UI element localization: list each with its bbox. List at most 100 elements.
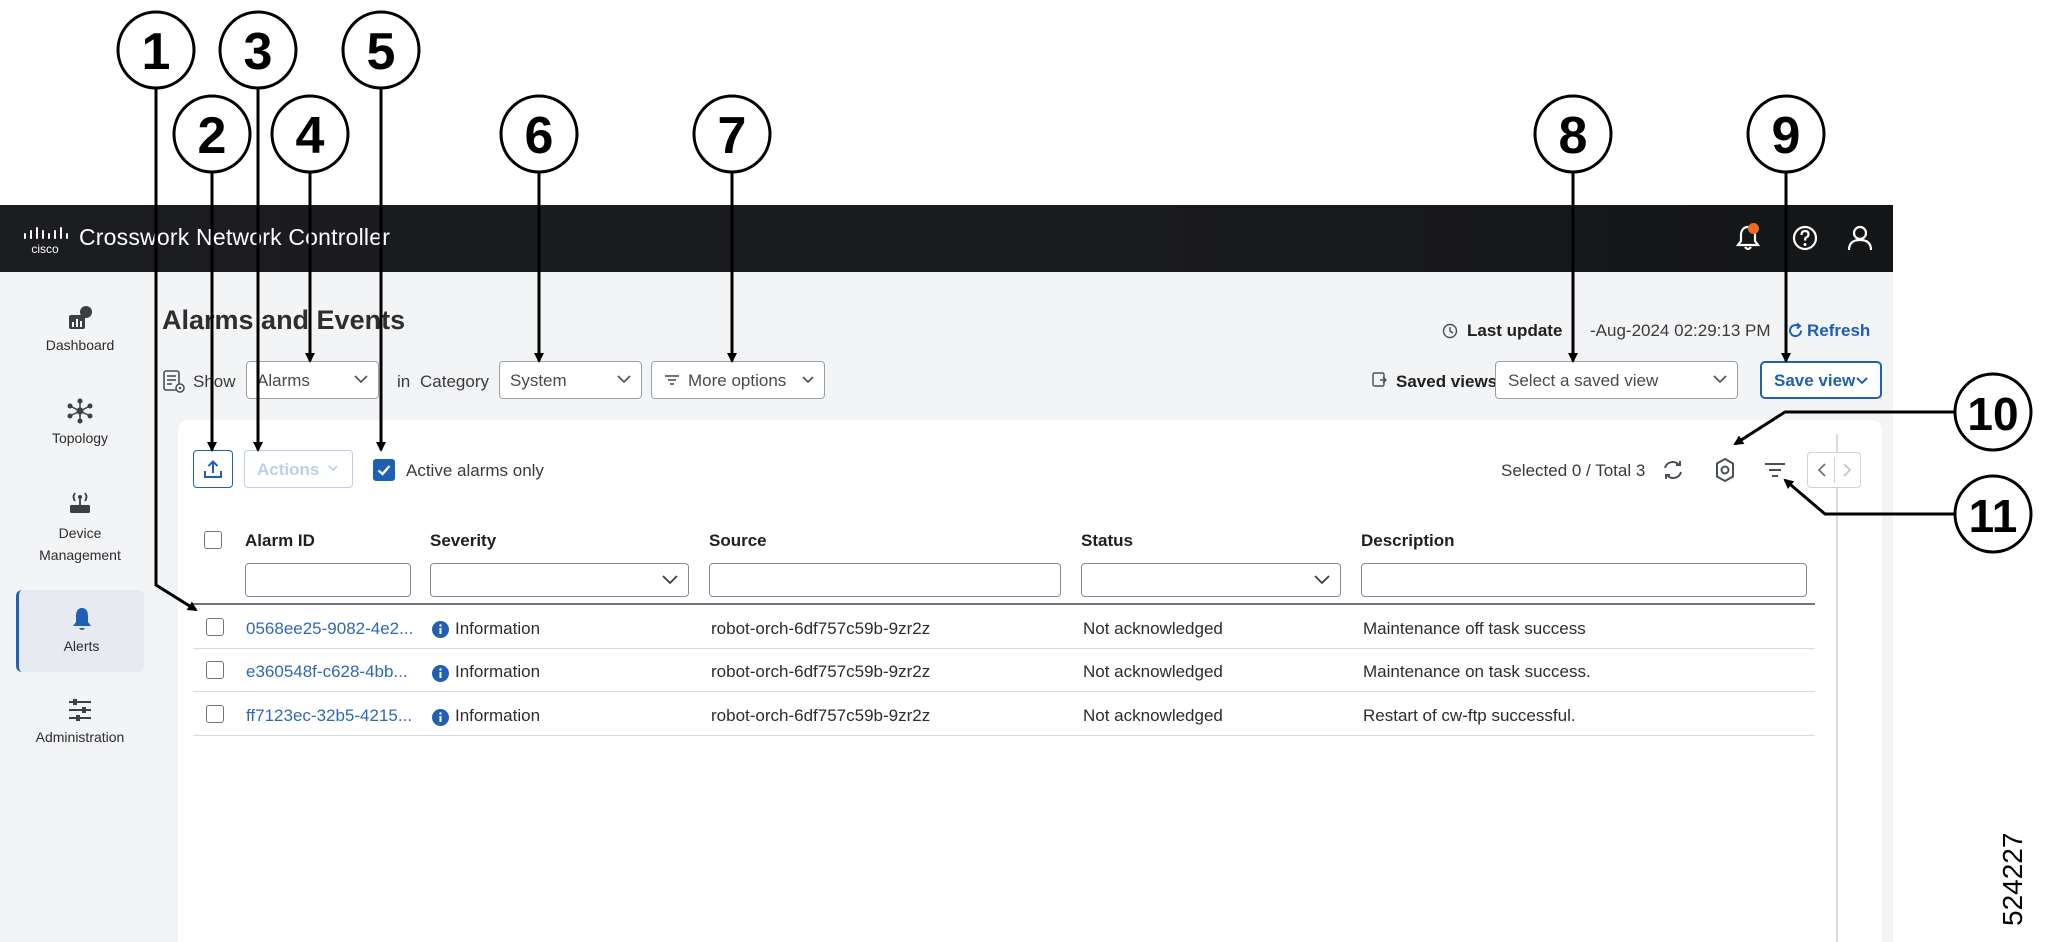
callout-leader-11 <box>1783 478 1955 516</box>
source-cell: robot-orch-6df757c59b-9zr2z <box>711 619 931 638</box>
sidebar-item-label: Dashboard <box>45 337 115 353</box>
save-view-label: Save view <box>1774 371 1856 390</box>
callout-number-6: 6 <box>525 107 554 165</box>
severity-cell: Information <box>455 706 541 725</box>
column-header-alarm-id[interactable]: Alarm ID <box>245 531 315 550</box>
show-select-value: Alarms <box>257 371 310 390</box>
sidebar-item-label: Alerts <box>63 638 100 654</box>
sidebar-item-topology[interactable]: Topology <box>16 398 144 458</box>
chevron-down-icon <box>662 575 678 585</box>
severity-filter-select[interactable] <box>430 563 689 597</box>
bell-icon <box>72 608 91 630</box>
row-checkbox[interactable] <box>206 661 224 679</box>
settings-gear-icon[interactable] <box>1712 457 1738 483</box>
callout-number-8: 8 <box>1559 107 1588 165</box>
chevron-down-icon <box>802 376 814 384</box>
in-label: in <box>397 372 411 391</box>
last-update-label: Last update <box>1467 321 1563 340</box>
callout-circle-6 <box>499 94 579 174</box>
callout-number-7: 7 <box>718 107 747 165</box>
row-checkbox[interactable] <box>206 618 224 636</box>
more-options-button[interactable]: More options <box>651 361 825 399</box>
save-view-button[interactable]: Save view <box>1760 361 1882 399</box>
status-cell: Not acknowledged <box>1083 619 1223 638</box>
select-all-checkbox[interactable] <box>204 531 222 549</box>
callout-number-11: 11 <box>1969 490 2018 542</box>
more-options-label: More options <box>688 371 787 390</box>
info-icon <box>432 621 449 638</box>
alarm-id-link[interactable]: ff7123ec-32b5-4215... <box>246 706 413 725</box>
row-checkbox[interactable] <box>206 705 224 723</box>
show-select[interactable]: Alarms <box>246 361 379 399</box>
chevron-down-icon <box>1856 377 1868 385</box>
saved-view-select[interactable]: Select a saved view <box>1495 361 1738 399</box>
chevron-left-icon[interactable] <box>1816 462 1828 478</box>
category-select[interactable]: System <box>499 361 642 399</box>
sidebar-item-label: Administration <box>35 729 125 745</box>
view-list-icon <box>163 370 185 393</box>
actions-label: Actions <box>257 460 320 479</box>
callout-circle-5 <box>341 10 421 90</box>
callout-circle-11 <box>1953 474 2033 554</box>
filter-icon <box>665 375 679 385</box>
description-cell: Maintenance off task success <box>1363 619 1586 638</box>
description-cell: Restart of cw-ftp successful. <box>1363 706 1576 725</box>
severity-cell: Information <box>455 662 541 681</box>
figure-id: 524227 <box>1997 833 2028 926</box>
chevron-right-icon[interactable] <box>1841 462 1853 478</box>
alarm-id-link[interactable]: 0568ee25-9082-4e2... <box>246 619 414 638</box>
callout-circle-3 <box>218 10 298 90</box>
alarm-id-filter-input[interactable] <box>245 563 411 597</box>
sidebar-item-device-management[interactable]: Device Management <box>16 490 144 563</box>
column-header-status[interactable]: Status <box>1081 531 1133 550</box>
sidebar-item-label-line2: Management <box>39 547 121 563</box>
status-filter-select[interactable] <box>1081 563 1341 597</box>
user-icon[interactable] <box>1845 223 1875 253</box>
callout-circle-2 <box>172 94 252 174</box>
active-alarms-checkbox[interactable] <box>373 459 395 481</box>
source-cell: robot-orch-6df757c59b-9zr2z <box>711 706 931 725</box>
sidebar-item-alerts[interactable]: Alerts <box>16 590 144 672</box>
export-button[interactable] <box>193 450 233 488</box>
table-header-rule <box>193 603 1815 605</box>
column-header-source[interactable]: Source <box>709 531 767 550</box>
page-title: Alarms and Events <box>162 305 406 335</box>
status-cell: Not acknowledged <box>1083 662 1223 681</box>
dashboard-icon <box>69 306 92 329</box>
help-icon[interactable] <box>1790 223 1820 253</box>
description-filter-input[interactable] <box>1361 563 1807 597</box>
callout-leader-1 <box>154 88 198 612</box>
source-filter-input[interactable] <box>709 563 1061 597</box>
filter-icon[interactable] <box>1762 457 1788 483</box>
refresh-icon[interactable] <box>1787 322 1804 339</box>
saved-view-placeholder: Select a saved view <box>1508 371 1659 390</box>
figure-id-text: 524227 <box>1997 833 2028 926</box>
callout-circle-8 <box>1533 94 1613 174</box>
callout-number-5: 5 <box>367 23 396 81</box>
column-header-description[interactable]: Description <box>1361 531 1455 550</box>
severity-cell: Information <box>455 619 541 638</box>
top-header-bar: cisco Crosswork Network Controller <box>0 205 1893 272</box>
row-divider <box>193 691 1815 692</box>
callout-number-10: 10 <box>1967 388 2018 440</box>
category-label: Category <box>420 372 489 391</box>
pager-buttons <box>1807 452 1861 488</box>
alarm-id-link[interactable]: e360548f-c628-4bb... <box>246 662 408 681</box>
callout-number-3: 3 <box>244 23 273 81</box>
column-header-severity[interactable]: Severity <box>430 531 497 550</box>
notification-badge <box>1748 223 1759 234</box>
saved-view-icon <box>1372 372 1387 387</box>
sidebar-item-dashboard[interactable]: Dashboard <box>16 305 144 365</box>
cisco-logo-text: cisco <box>31 242 59 255</box>
sliders-icon <box>69 699 91 721</box>
row-divider <box>193 648 1815 649</box>
callout-circle-4 <box>270 94 350 174</box>
sidebar-item-administration[interactable]: Administration <box>16 697 144 757</box>
refresh-link[interactable]: Refresh <box>1807 321 1871 340</box>
callout-circle-1 <box>116 10 196 90</box>
sync-icon[interactable] <box>1660 457 1686 483</box>
clock-icon <box>1442 323 1458 339</box>
actions-button[interactable]: Actions <box>244 450 353 488</box>
active-alarms-label: Active alarms only <box>406 461 544 480</box>
